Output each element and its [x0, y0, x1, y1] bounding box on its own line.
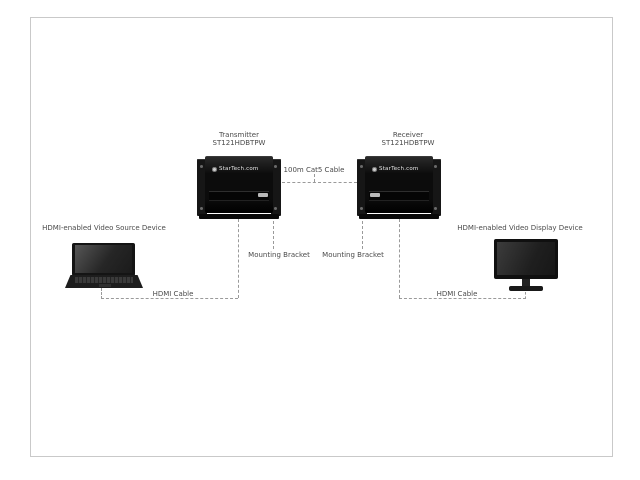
- transmitter-model: ST121HDBTPW: [212, 139, 266, 147]
- mounting-bracket-right-leader: [362, 221, 363, 249]
- startech-logo: StarTech.com: [372, 166, 419, 172]
- receiver-base-plate: [359, 214, 439, 219]
- transmitter-body: StarTech.com: [205, 156, 273, 213]
- laptop-keyboard: [75, 277, 133, 283]
- mounting-bracket-left-leader: [273, 221, 274, 249]
- startech-logo-text: StarTech.com: [379, 166, 419, 172]
- cat5-leader-line: [314, 174, 315, 182]
- monitor-stand-neck: [522, 279, 530, 287]
- receiver-right-bracket: [431, 159, 441, 216]
- laptop-display: [75, 245, 132, 273]
- screw-hole-icon: [200, 207, 203, 210]
- monitor-stand-base: [509, 286, 543, 291]
- screw-hole-icon: [434, 165, 437, 168]
- transmitter-right-bracket: [271, 159, 281, 216]
- hdmi-port-icon: [370, 193, 380, 197]
- hdmi-cable-left-label: HDMI Cable: [151, 290, 195, 298]
- laptop-screen: [72, 243, 135, 276]
- monitor-icon: [494, 239, 558, 293]
- receiver-device: StarTech.com: [357, 156, 441, 219]
- laptop-base: [65, 275, 143, 288]
- laptop-touchpad: [99, 284, 111, 287]
- transmitter-device: StarTech.com: [197, 156, 281, 219]
- hdmi-right-line-down: [399, 219, 400, 298]
- startech-logo-icon: [372, 166, 377, 172]
- receiver-left-bracket: [357, 159, 367, 216]
- display-device-label: HDMI-enabled Video Display Device: [456, 224, 584, 232]
- receiver-port-groove: [369, 191, 429, 201]
- hdmi-left-line-across: [101, 298, 238, 299]
- mounting-bracket-left-label: Mounting Bracket: [247, 251, 311, 259]
- page-border: Transmitter ST121HDBTPW Receiver ST121HD…: [30, 17, 613, 457]
- transmitter-left-bracket: [197, 159, 207, 216]
- transmitter-label: Transmitter ST121HDBTPW: [211, 131, 267, 147]
- startech-logo-icon: [212, 166, 217, 172]
- startech-logo: StarTech.com: [212, 166, 259, 172]
- receiver-body: StarTech.com: [365, 156, 433, 213]
- laptop-icon: [65, 243, 143, 290]
- monitor-screen: [494, 239, 558, 279]
- hdmi-left-line-up: [238, 219, 239, 298]
- screw-hole-icon: [360, 207, 363, 210]
- cat5-cable-line: [282, 182, 357, 183]
- startech-logo-text: StarTech.com: [219, 166, 259, 172]
- transmitter-port-groove: [209, 191, 269, 201]
- hdmi-right-line-up: [525, 292, 526, 299]
- cat5-cable-label: 100m Cat5 Cable: [282, 166, 346, 174]
- receiver-label: Receiver ST121HDBTPW: [380, 131, 436, 147]
- mounting-bracket-right-label: Mounting Bracket: [321, 251, 385, 259]
- screw-hole-icon: [274, 165, 277, 168]
- hdmi-left-line-down: [101, 288, 102, 299]
- receiver-title: Receiver: [392, 131, 424, 139]
- transmitter-title: Transmitter: [219, 131, 259, 139]
- hdmi-right-line-across: [399, 298, 526, 299]
- monitor-display: [497, 242, 555, 275]
- hdmi-port-icon: [258, 193, 268, 197]
- screw-hole-icon: [200, 165, 203, 168]
- receiver-model: ST121HDBTPW: [381, 139, 435, 147]
- source-device-label: HDMI-enabled Video Source Device: [41, 224, 167, 232]
- screw-hole-icon: [434, 207, 437, 210]
- hdmi-cable-right-label: HDMI Cable: [435, 290, 479, 298]
- screw-hole-icon: [274, 207, 277, 210]
- screw-hole-icon: [360, 165, 363, 168]
- transmitter-base-plate: [199, 214, 279, 219]
